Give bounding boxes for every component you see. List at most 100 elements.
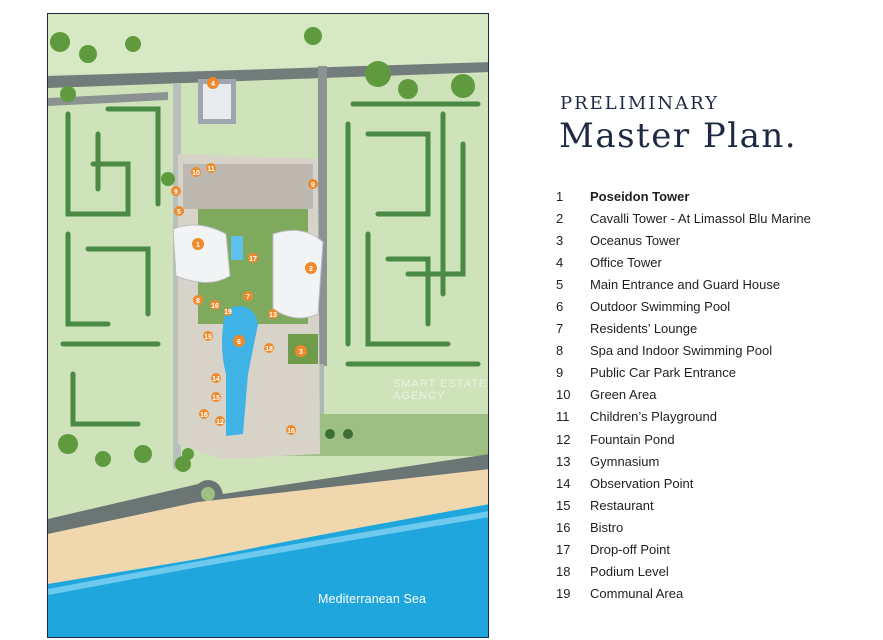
svg-text:6: 6 [237,339,241,346]
cavalli-tower [272,229,324,319]
marker-16c[interactable]: 16 [286,425,296,435]
legend-label: Podium Level [590,564,669,580]
marker-9[interactable]: 9 [308,179,318,189]
svg-text:16: 16 [211,303,219,310]
legend-number: 7 [556,321,564,337]
heading-master-plan: Master Plan. [559,116,798,156]
marker-17[interactable]: 17 [248,253,258,263]
marker-6[interactable]: 6 [233,335,245,347]
legend-item: 11 Children’s Playground [556,406,811,428]
legend-number: 15 [556,497,571,513]
poseidon-tower [172,224,231,283]
beach [48,469,488,584]
svg-text:5: 5 [177,209,181,216]
svg-text:16: 16 [287,428,295,435]
sea [48,504,488,637]
legend-label: Green Area [590,387,657,403]
legend-label: Restaurant [590,497,654,513]
legend-label: Gymnasium [590,453,660,469]
legend-number: 14 [556,475,571,491]
marker-13[interactable]: 13 [268,309,278,319]
legend-label: Bistro [590,519,624,535]
marker-19[interactable]: 19 [203,331,213,341]
svg-text:11: 11 [207,166,215,173]
legend-label: Outdoor Swimming Pool [590,299,731,315]
svg-text:2: 2 [309,266,313,273]
legend-number: 18 [556,564,571,580]
legend-number: 16 [556,519,571,535]
legend-number: 12 [556,431,571,447]
marker-1[interactable]: 1 [192,238,204,250]
svg-text:4: 4 [211,81,215,88]
legend-item: 17 Drop-off Point [556,539,811,561]
legend-number: 17 [556,542,571,558]
marker-2[interactable]: 2 [305,262,317,274]
legend-item: 18 Podium Level [556,561,811,583]
legend-label: Fountain Pond [590,431,675,447]
legend-number: 8 [556,343,564,359]
marker-19b[interactable]: 19 [224,308,232,316]
marker-18[interactable]: 18 [264,343,274,353]
legend-item: 5 Main Entrance and Guard House [556,273,811,295]
svg-text:18: 18 [265,346,273,353]
legend-label: Drop-off Point [590,542,670,558]
legend-number: 19 [556,586,571,602]
marker-12[interactable]: 12 [215,416,225,426]
legend-item: 2 Cavalli Tower - At Limassol Blu Marine [556,207,811,229]
legend-item: 4 Office Tower [556,251,811,273]
svg-text:8: 8 [196,298,200,305]
sea-label: Mediterranean Sea [318,592,427,606]
marker-16b[interactable]: 16 [199,409,209,419]
legend-label: Office Tower [590,254,662,270]
svg-text:15: 15 [212,395,220,402]
legend-number: 3 [556,232,564,248]
legend-item: 7 Residents’ Lounge [556,318,811,340]
legend-label: Residents’ Lounge [590,321,698,337]
legend-item: 16 Bistro [556,516,811,538]
svg-text:17: 17 [249,256,257,263]
legend-number: 4 [556,254,564,270]
outdoor-pool [222,306,258,436]
legend-label: Cavalli Tower - At Limassol Blu Marine [590,210,811,226]
marker-9b[interactable]: 9 [171,186,181,196]
legend-number: 5 [556,276,564,292]
legend-item: 10 Green Area [556,384,811,406]
marker-16[interactable]: 16 [210,300,220,310]
legend-number: 9 [556,365,564,381]
svg-text:14: 14 [212,376,220,383]
legend-number: 6 [556,299,564,315]
legend-number: 2 [556,210,564,226]
marker-7[interactable]: 7 [243,291,253,301]
marker-4[interactable]: 4 [207,77,219,89]
heading-preliminary: PRELIMINARY [560,93,720,114]
legend-label: Spa and Indoor Swimming Pool [590,343,773,359]
legend-number: 11 [556,409,570,425]
legend-label: Main Entrance and Guard House [590,276,781,292]
marker-11[interactable]: 11 [206,163,216,173]
svg-text:1: 1 [196,242,200,249]
svg-text:10: 10 [192,170,200,177]
marker-5[interactable]: 5 [174,206,184,216]
svg-text:19: 19 [204,334,212,341]
marker-10[interactable]: 10 [191,167,201,177]
svg-text:7: 7 [246,294,250,301]
marker-14[interactable]: 14 [211,373,221,383]
watermark: SMART ESTATE AGENCY [393,378,488,402]
legend-label: Children’s Playground [590,409,717,425]
marker-3[interactable]: 3 [295,345,307,357]
legend-number: 10 [556,387,571,403]
legend-item: 12 Fountain Pond [556,428,811,450]
svg-text:9: 9 [174,189,178,196]
svg-text:13: 13 [269,312,277,319]
svg-text:3: 3 [299,349,303,356]
marker-15[interactable]: 15 [211,392,221,402]
site-plan-illustration: 4 10 11 9 9 5 1 17 2 8 16 7 13 19 6 18 3… [48,14,488,637]
marker-8[interactable]: 8 [193,295,203,305]
legend-item: 8 Spa and Indoor Swimming Pool [556,340,811,362]
